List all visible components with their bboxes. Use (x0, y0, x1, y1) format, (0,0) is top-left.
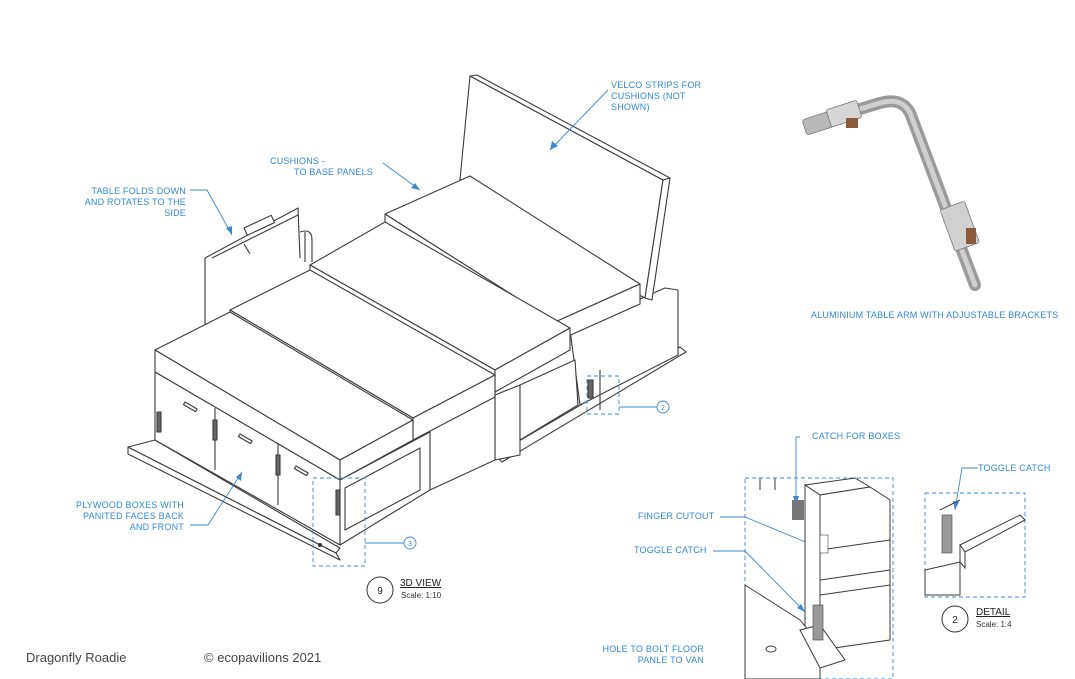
project-name: Dragonfly Roadie (26, 650, 127, 665)
copyright: © ecopavilions 2021 (204, 650, 322, 665)
callout-3-number: 3 (408, 541, 412, 548)
main-view-title: 3D VIEW (400, 578, 442, 589)
main-view-number: 9 (377, 586, 383, 597)
detail-view-title: DETAIL (976, 607, 1011, 618)
detail-view-scale: Scale: 1:4 (976, 620, 1012, 629)
detail-view-number-circle (941, 605, 969, 633)
toggle-catch-label-right: TOGGLE CATCH (978, 463, 1051, 473)
side-catch (587, 379, 594, 399)
callout-3-circle[interactable] (403, 536, 417, 550)
callout-2-circle[interactable] (656, 400, 670, 414)
cushions-label: CUSHIONS -TO BASE PANELS (270, 156, 373, 177)
aluminium-arm-label: ALUMINIUM TABLE ARM WITH ADJUSTABLE BRAC… (811, 310, 1059, 320)
toggle-catch-detail-view (924, 492, 1026, 598)
detail-2-boundary (586, 375, 620, 415)
bed-assembly-3d-view (127, 74, 687, 561)
catch-for-boxes-label: CATCH FOR BOXES (812, 431, 901, 441)
back-panel (457, 74, 671, 301)
bracket-knob-icon (966, 228, 976, 244)
box-catch (792, 500, 804, 520)
toggle-catch-render (941, 514, 953, 554)
plywood-boxes (154, 371, 431, 548)
detail-view-number: 2 (952, 615, 958, 626)
finger-cutout (819, 534, 829, 554)
table-arm (204, 207, 313, 345)
toggle-catch-label-left: TOGGLE CATCH (634, 545, 707, 555)
main-view-number-circle (366, 576, 394, 604)
main-view-scale: Scale: 1:10 (401, 591, 442, 600)
box-catch-detail (744, 477, 894, 679)
cushion-front (154, 311, 414, 481)
aluminium-arm-render (802, 95, 981, 291)
finger-cutout-label: FINGER CUTOUT (638, 511, 715, 521)
toggle-catch-detail (812, 604, 824, 641)
callout-2-number: 2 (661, 405, 665, 412)
